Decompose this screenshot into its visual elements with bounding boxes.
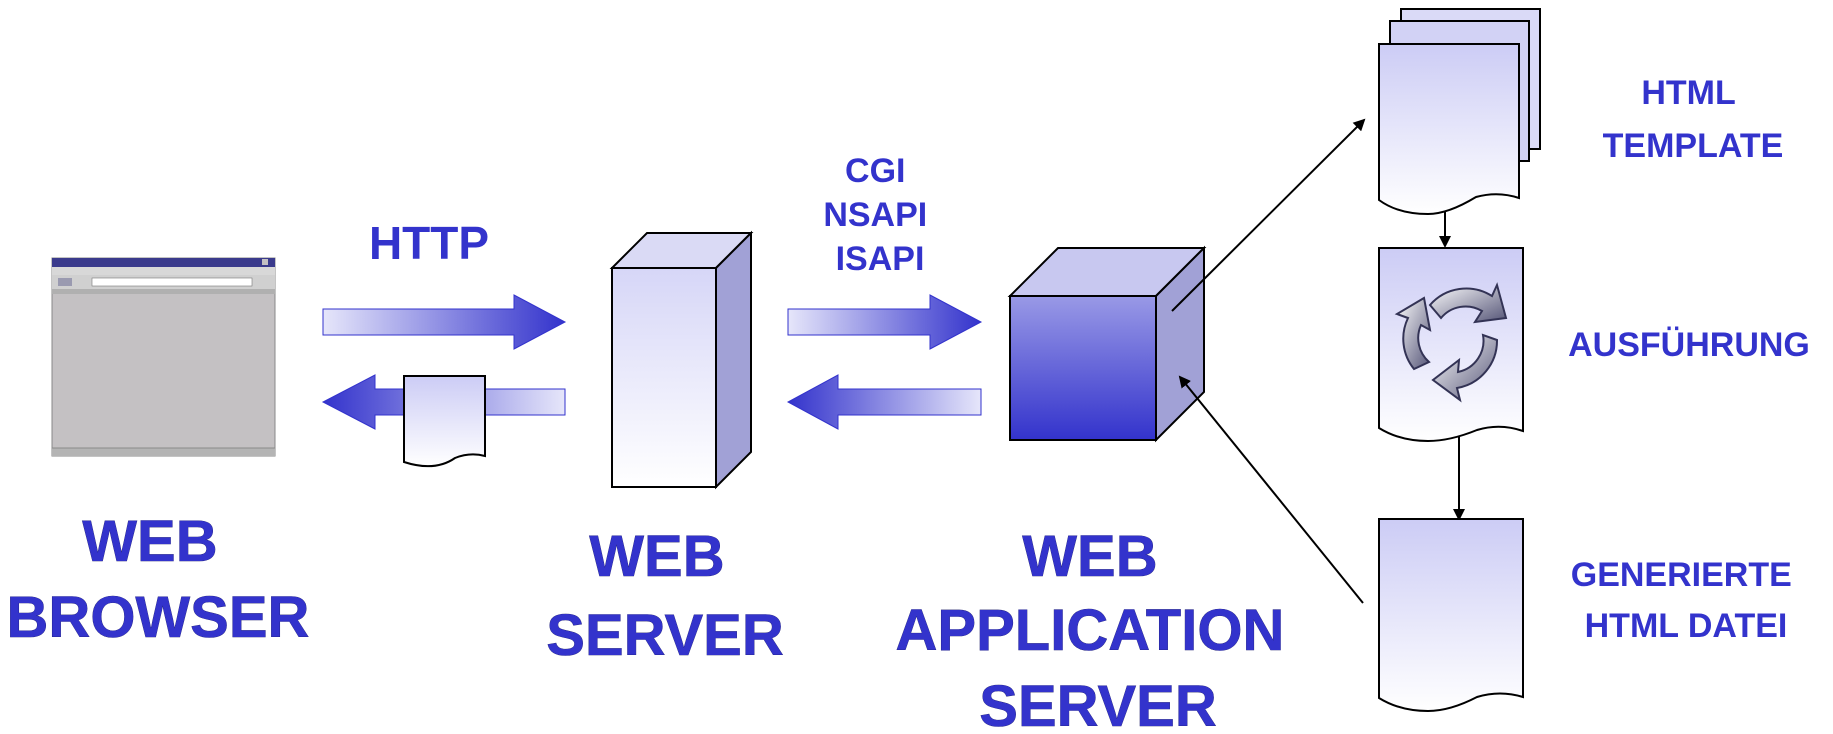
http-response-document-icon <box>403 375 486 468</box>
cgi-response-arrow <box>786 374 982 430</box>
web-application-server-label: WEB APPLICATION SERVER <box>896 524 1301 734</box>
generated-document-icon <box>1378 518 1524 713</box>
html-template-label: HTML TEMPLATE <box>1603 74 1784 165</box>
generated-link-arrow <box>1178 375 1364 604</box>
browser-window-icon <box>51 257 276 457</box>
execution-label: AUSFÜHRUNG <box>1568 326 1810 364</box>
web-browser-label: WEB BROWSER <box>7 509 310 650</box>
application-server-cube-icon <box>1007 245 1207 443</box>
execution-document <box>1378 247 1524 443</box>
template-document-stack-icon <box>1378 8 1541 216</box>
web-server-label: WEB SERVER <box>546 524 783 668</box>
cgi-request-arrow <box>787 294 983 350</box>
http-label: HTTP <box>369 217 489 269</box>
generated-html-file-label: GENERIERTE HTML DATEI <box>1571 556 1802 645</box>
http-request-arrow <box>322 294 567 350</box>
interfaces-label: CGI NSAPI ISAPI <box>823 152 936 278</box>
server-box-icon <box>609 230 754 490</box>
template-link-arrow <box>1171 118 1366 312</box>
cycle-arrows-icon <box>1394 282 1508 403</box>
